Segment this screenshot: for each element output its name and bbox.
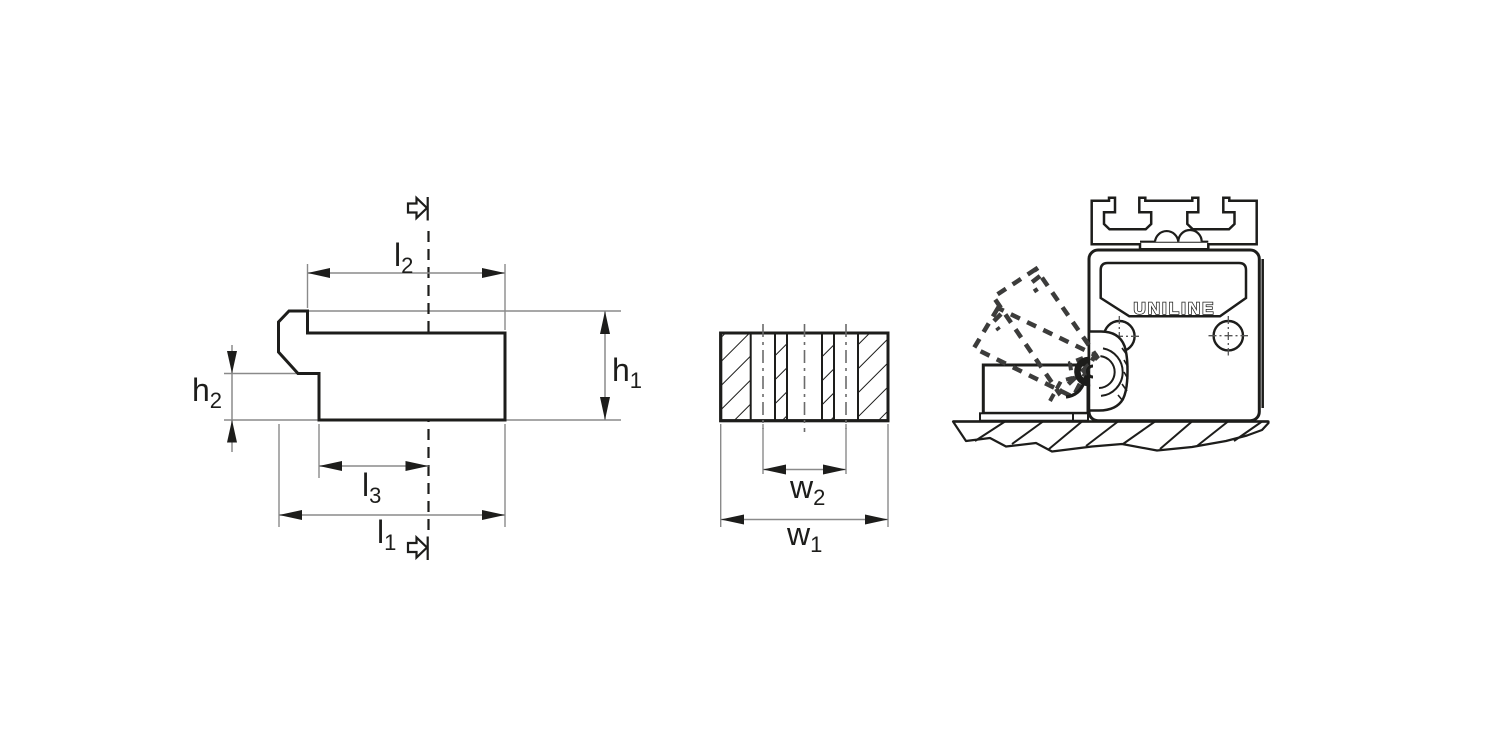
dim-label-h1: h1 bbox=[612, 352, 642, 393]
brand-logo-text: UNILINE bbox=[1134, 299, 1216, 318]
dim-label-l1: l1 bbox=[377, 514, 396, 555]
dim-label-l2: l2 bbox=[394, 237, 413, 278]
hatched-bands bbox=[719, 332, 889, 422]
extrusion-rail bbox=[1090, 196, 1258, 251]
profile-part-final-position bbox=[979, 363, 1090, 422]
mounting-hole-right bbox=[1208, 316, 1248, 356]
dimension-lines bbox=[227, 268, 610, 520]
pivot-clamp bbox=[1087, 330, 1129, 412]
cross-section-figure: w2 w1 bbox=[719, 324, 890, 557]
ground-hatch bbox=[974, 420, 1263, 450]
roller-platform bbox=[1140, 228, 1209, 243]
ground-section bbox=[951, 420, 1270, 453]
profile-outline bbox=[277, 309, 507, 422]
rotation-trail bbox=[970, 265, 1100, 402]
rotation-arrow-icon bbox=[1065, 374, 1088, 399]
section-arrow-icon-top bbox=[406, 195, 429, 221]
width-dimensions bbox=[720, 424, 889, 527]
assembly-figure: UNILINE bbox=[951, 196, 1270, 453]
clamp-hatch bbox=[1117, 347, 1129, 402]
dim-label-h2: h2 bbox=[192, 372, 222, 413]
dim-label-w2: w2 bbox=[789, 469, 825, 510]
brand-recess-panel bbox=[1099, 261, 1248, 318]
section-arrow-icon-bottom bbox=[406, 534, 429, 561]
centerlines bbox=[762, 324, 847, 432]
dim-label-l3: l3 bbox=[362, 467, 381, 508]
side-view-figure: l2 h1 h2 l3 l1 bbox=[192, 195, 642, 561]
dim-label-w1: w1 bbox=[786, 516, 822, 557]
